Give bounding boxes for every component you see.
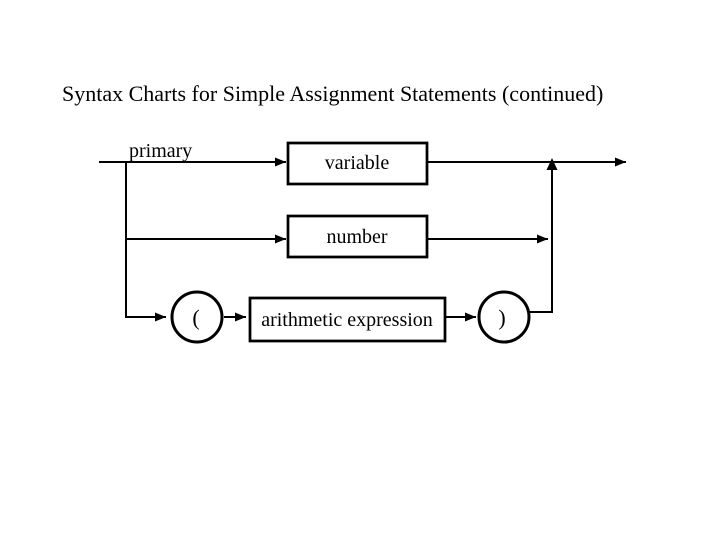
merge-up-arrowhead bbox=[546, 158, 558, 170]
close-paren-circle bbox=[477, 290, 531, 344]
number-label: number bbox=[326, 226, 387, 248]
slide-title: Syntax Charts for Simple Assignment Stat… bbox=[62, 81, 604, 106]
variable-label: variable bbox=[325, 152, 390, 174]
number-box bbox=[286, 214, 429, 259]
close-paren-label: ) bbox=[498, 305, 505, 330]
variable-box bbox=[286, 141, 429, 186]
arithmetic-expression-box bbox=[248, 296, 447, 343]
rule-label: primary bbox=[129, 140, 192, 162]
arithmetic-expression-label: arithmetic expression bbox=[261, 309, 433, 331]
open-paren-circle bbox=[170, 290, 224, 344]
open-paren-label: ( bbox=[192, 305, 199, 330]
